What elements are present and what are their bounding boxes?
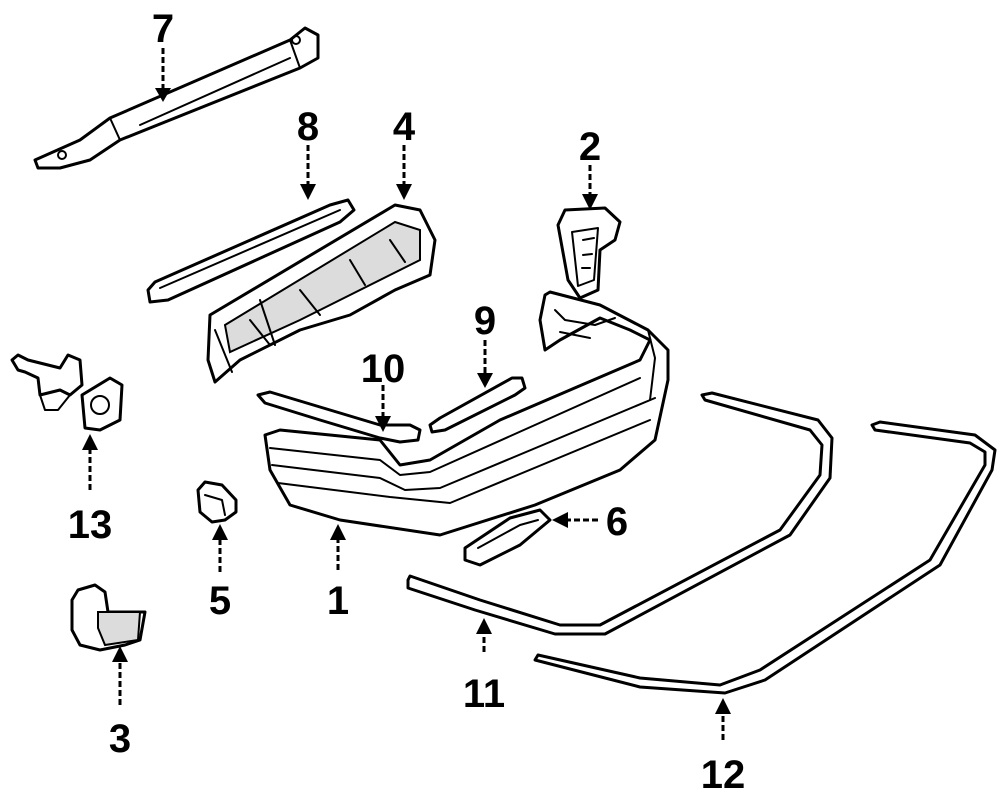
callout-13: 13 [68, 503, 113, 547]
part-7-reinforcement-bar [33, 26, 320, 170]
part-1-bumper-cover [263, 290, 670, 537]
callout-8: 8 [297, 105, 319, 149]
callout-9: 9 [474, 299, 496, 343]
callout-11: 11 [463, 672, 505, 716]
part-6-step-pad [463, 508, 552, 567]
callout-7: 7 [152, 7, 174, 51]
part-4-impact-bar [206, 203, 437, 384]
part-11-lower-molding [406, 391, 834, 636]
part-8-absorber-strip [146, 198, 356, 304]
part-9-molding-right [428, 376, 527, 434]
callout-3: 3 [109, 717, 131, 761]
callout-10: 10 [361, 347, 406, 391]
callout-6: 6 [606, 500, 628, 544]
part-5-clip [196, 480, 238, 524]
part-13-mount-bracket [10, 353, 124, 432]
callout-2: 2 [579, 125, 601, 169]
callout-4: 4 [393, 105, 416, 149]
callout-12: 12 [701, 753, 746, 796]
callout-1: 1 [327, 579, 349, 623]
callout-5: 5 [209, 579, 231, 623]
part-2-bracket [556, 206, 622, 300]
part-10-molding-left [256, 390, 422, 444]
part-12-outer-molding [533, 420, 997, 695]
part-3-guide-bracket [70, 583, 147, 652]
